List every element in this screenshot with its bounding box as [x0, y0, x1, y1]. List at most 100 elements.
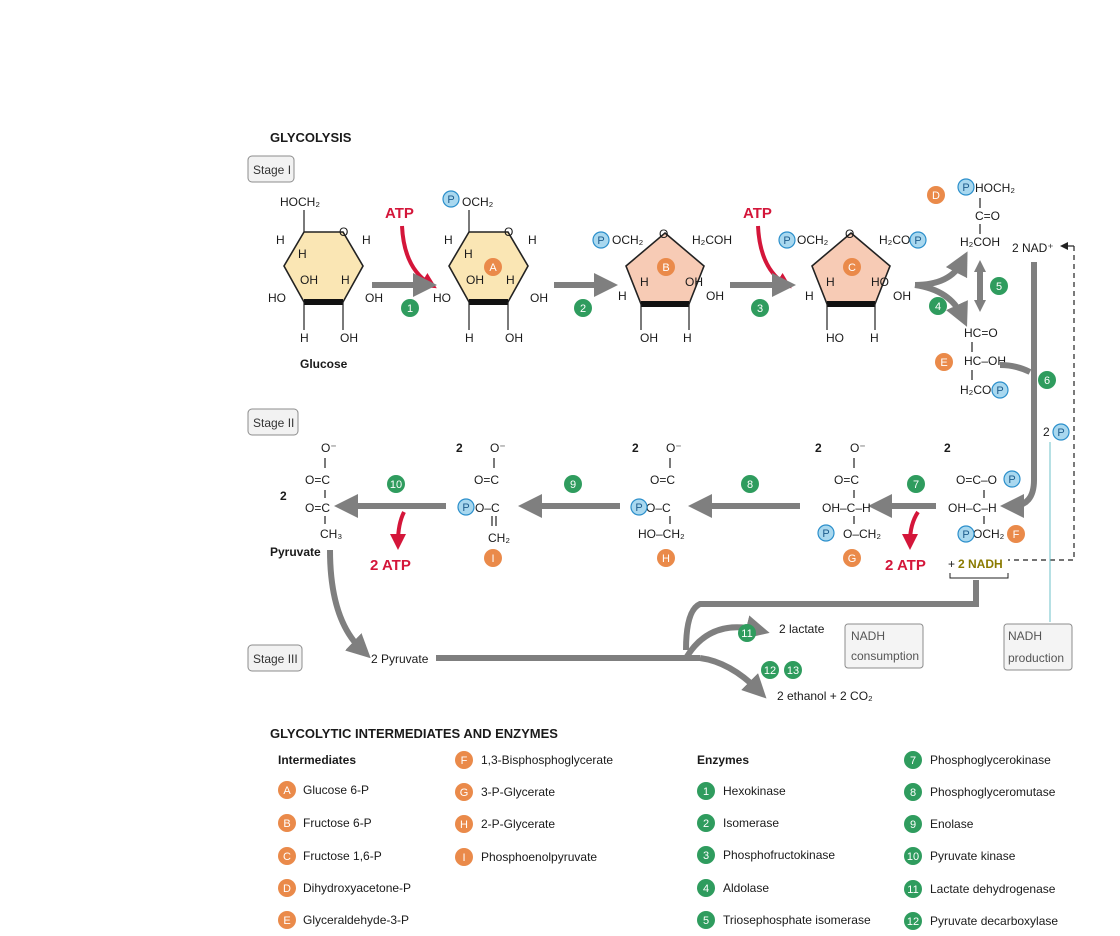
svg-text:F: F — [1013, 529, 1020, 541]
svg-text:10: 10 — [907, 851, 919, 863]
svg-text:H₂CO: H₂CO — [879, 233, 910, 247]
svg-text:Pyruvate kinase: Pyruvate kinase — [930, 849, 1016, 863]
nadh-produced: 2 NADH — [958, 557, 1003, 571]
svg-text:O⁻: O⁻ — [321, 441, 337, 455]
svg-text:P: P — [447, 194, 454, 206]
glucose-ring-o: O — [339, 225, 348, 239]
svg-text:OCH₂: OCH₂ — [612, 233, 644, 247]
svg-text:G: G — [848, 553, 857, 565]
svg-text:2: 2 — [632, 441, 639, 455]
svg-text:O: O — [659, 227, 668, 241]
legend-item-f: F 1,3-Bisphosphoglycerate — [455, 751, 613, 769]
svg-text:Phosphoglyceromutase: Phosphoglyceromutase — [930, 785, 1056, 799]
svg-text:OCH₂: OCH₂ — [797, 233, 829, 247]
svg-text:H: H — [300, 331, 309, 345]
arrow-step6 — [1000, 262, 1037, 518]
enzyme-step-badges: 1 2 3 4 5 6 7 8 9 10 11 12 13 — [387, 277, 1056, 679]
svg-text:H: H — [683, 331, 692, 345]
stage-3-box: Stage III — [247, 644, 303, 672]
svg-text:O=C: O=C — [650, 473, 675, 487]
svg-text:H: H — [618, 289, 627, 303]
svg-text:6: 6 — [1044, 375, 1050, 387]
legend-enzyme-8: 8 Phosphoglyceromutase — [904, 783, 1056, 801]
glucose-label: Glucose — [300, 357, 348, 371]
svg-text:P: P — [635, 502, 642, 514]
svg-text:OH: OH — [300, 273, 318, 287]
svg-text:OH–C–H: OH–C–H — [822, 501, 871, 515]
svg-text:P: P — [783, 235, 790, 247]
svg-text:Pyruvate decarboxylase: Pyruvate decarboxylase — [930, 914, 1058, 928]
svg-text:Fructose 6-P: Fructose 6-P — [303, 816, 372, 830]
atp-step7: 2 ATP — [885, 557, 926, 574]
legend-heading: GLYCOLYTIC INTERMEDIATES AND ENZYMES — [270, 726, 558, 741]
svg-text:C: C — [283, 851, 291, 863]
svg-text:H₂COH: H₂COH — [692, 233, 732, 247]
svg-text:11: 11 — [741, 628, 752, 640]
two-pyruvate-label: 2 Pyruvate — [371, 652, 429, 666]
svg-text:H: H — [460, 819, 468, 831]
nadh-consumption-path — [683, 580, 979, 651]
pep-molecule: 2 O⁻ O=C O–C CH₂ — [456, 441, 510, 545]
svg-text:2: 2 — [1043, 425, 1050, 439]
ethanol-label: 2 ethanol + 2 CO₂ — [777, 689, 873, 703]
svg-text:HO: HO — [826, 331, 844, 345]
svg-text:HO: HO — [871, 275, 889, 289]
lactate-label: 2 lactate — [779, 622, 825, 636]
svg-text:F: F — [461, 755, 468, 767]
bpg-molecule: 2 O=C–O OH–C–H OCH₂ — [944, 441, 1005, 541]
svg-text:10: 10 — [390, 479, 402, 491]
svg-text:13: 13 — [787, 665, 799, 677]
svg-text:O–C: O–C — [646, 501, 671, 515]
stage-1-label: Stage I — [253, 163, 291, 177]
svg-text:OCH₂: OCH₂ — [462, 195, 494, 209]
svg-text:H: H — [444, 233, 453, 247]
atp-step10: 2 ATP — [370, 557, 411, 574]
svg-text:Phosphoglycerokinase: Phosphoglycerokinase — [930, 753, 1051, 767]
svg-text:11: 11 — [907, 884, 918, 896]
svg-text:H: H — [465, 331, 474, 345]
svg-text:P: P — [996, 385, 1003, 397]
legend-item-c: C Fructose 1,6-P — [278, 847, 382, 865]
svg-text:C=O: C=O — [975, 209, 1000, 223]
svg-text:consumption: consumption — [851, 649, 919, 663]
svg-text:2: 2 — [456, 441, 463, 455]
svg-text:3: 3 — [703, 850, 709, 862]
svg-text:4: 4 — [935, 301, 941, 313]
svg-text:8: 8 — [910, 787, 916, 799]
svg-text:Hexokinase: Hexokinase — [723, 784, 786, 798]
svg-text:E: E — [283, 915, 290, 927]
svg-text:Fructose 1,6-P: Fructose 1,6-P — [303, 849, 382, 863]
svg-text:Phosphofructokinase: Phosphofructokinase — [723, 848, 835, 862]
svg-text:P: P — [1008, 474, 1015, 486]
svg-text:P: P — [822, 528, 829, 540]
pyruvate-label: Pyruvate — [270, 545, 321, 559]
svg-text:Phosphoenolpyruvate: Phosphoenolpyruvate — [481, 850, 597, 864]
svg-text:1,3-Bisphosphoglycerate: 1,3-Bisphosphoglycerate — [481, 753, 613, 767]
svg-text:OH: OH — [340, 331, 358, 345]
svg-text:7: 7 — [913, 479, 919, 491]
legend-enzyme-12: 12 Pyruvate decarboxylase — [904, 912, 1058, 930]
nadh-consumption-box: NADH consumption — [844, 623, 924, 669]
svg-text:D: D — [932, 190, 940, 202]
svg-text:2: 2 — [815, 441, 822, 455]
svg-text:OH: OH — [685, 275, 703, 289]
svg-text:O: O — [845, 227, 854, 241]
svg-text:OCH₂: OCH₂ — [973, 527, 1005, 541]
svg-text:H: H — [662, 553, 670, 565]
nad-recycle-line — [1008, 246, 1075, 561]
stage-1-box: Stage I — [247, 155, 295, 183]
3pg-molecule: 2 O⁻ O=C OH–C–H O–CH₂ — [815, 441, 881, 541]
svg-text:HC=O: HC=O — [964, 326, 998, 340]
svg-text:B: B — [283, 818, 290, 830]
svg-text:E: E — [940, 357, 947, 369]
svg-text:HO: HO — [433, 291, 451, 305]
atp-step3: ATP — [743, 205, 772, 222]
svg-text:12: 12 — [907, 916, 919, 928]
svg-text:OH: OH — [893, 289, 911, 303]
svg-text:P: P — [962, 529, 969, 541]
